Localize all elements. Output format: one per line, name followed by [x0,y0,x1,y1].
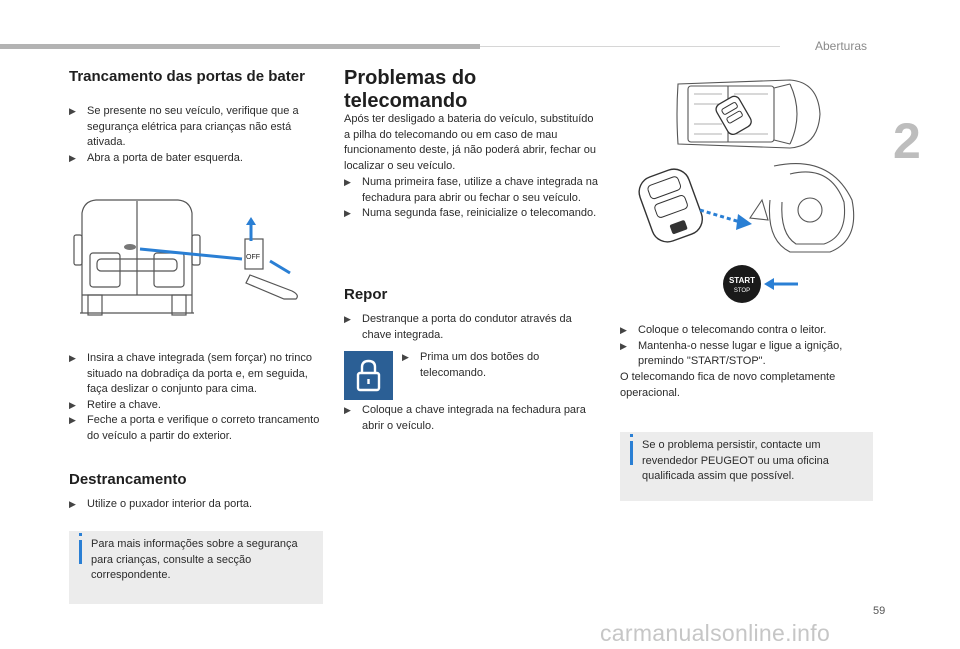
bullet-arrow-icon: ▶ [620,340,627,351]
bullet-arrow-icon: ▶ [69,106,76,116]
start-label: START [729,276,755,285]
bullet-arrow-icon: ▶ [344,177,351,187]
bullet-list-reset-2: ▶ Prima um dos botões do telecomando. [402,350,600,381]
list-item: ▶ Mantenha-o nesse lugar e ligue a igniçã… [620,339,875,370]
bullet-arrow-icon: ▶ [344,314,351,324]
list-item: ▶ Insira a chave integrada (sem forçar) n… [69,351,324,398]
van-rear-door-illustration: OFF [73,199,298,316]
list-item: ▶ Destranque a porta do condutor através … [344,312,602,343]
list-item-text: Utilize o puxador interior da porta. [87,498,253,510]
key-reader-steering-wheel-illustration [638,163,855,253]
list-item: ▶ Se presente no seu veículo, verifique q… [69,104,324,151]
list-item: ▶ Numa primeira fase, utilize a chave int… [344,175,602,206]
lock-icon [356,359,381,392]
start-stop-button-illustration: START STOP [723,265,798,303]
info-box-child-safety: Para mais informações sobre a segurança … [69,531,323,604]
section-title-remote: Problemas do telecomando [344,67,477,112]
info-text: Se o problema persistir, contacte um rev… [642,439,829,483]
section-title-unlock: Destrancamento [69,471,187,488]
info-icon [630,441,633,465]
list-item: ▶ Prima um dos botões do telecomando. [402,350,600,381]
bullet-arrow-icon: ▶ [69,152,76,163]
bullet-arrow-icon: ▶ [69,415,76,426]
list-item: ▶ Numa segunda fase, reinicialize o telec… [344,206,602,222]
list-item-text: Retire a chave. [87,398,161,411]
stop-label: STOP [734,288,750,294]
bullet-list-b: ▶ Insira a chave integrada (sem forçar) n… [69,351,324,445]
list-item: ▶ Retire a chave. [69,398,324,414]
bullet-arrow-icon: ▶ [69,353,76,363]
info-box-persist: Se o problema persistir, contacte um rev… [620,432,873,501]
watermark-text: carmanualsonline.info [600,620,831,646]
list-item-text: Insira a chave integrada (sem forçar) no… [87,352,312,396]
list-item: ▶ Coloque o telecomando contra o leitor. [620,323,875,339]
intro-paragraph: Após ter desligado a bateria do veículo,… [344,113,596,172]
bullet-list-reset: ▶ Destranque a porta do condutor através … [344,312,602,343]
vehicle-top-view-illustration [676,79,821,149]
bullet-list-start: ▶Coloque o telecomando contra o leitor. … [620,323,875,370]
operational-paragraph: O telecomando fica de novo completamente… [620,371,836,399]
list-item-text: Numa primeira fase, utilize a chave inte… [362,176,599,204]
section-title-child-lock: Trancamento das portas de bater [69,68,305,85]
header-rule [0,44,480,49]
bullet-arrow-icon: ▶ [69,399,76,410]
info-icon-dot [630,434,633,437]
info-icon-dot [79,533,82,536]
list-item-text: Numa segunda fase, reinicialize o teleco… [362,207,597,220]
bullet-list-remote: ▶ Numa primeira fase, utilize a chave int… [344,175,602,222]
section-title-reset: Repor [344,286,388,303]
list-item-text: Mantenha-o nesse lugar e ligue a ignição… [638,339,843,368]
bullet-arrow-icon: ▶ [69,499,76,509]
bullet-list-reset-3: ▶ Coloque a chave integrada na fechadura … [344,403,602,434]
list-item-text: Coloque o telecomando contra o leitor. [638,324,827,336]
bullet-list-a: ▶ Se presente no seu veículo, verifique q… [69,104,324,166]
page-number: 59 [873,605,886,617]
off-label: OFF [246,254,260,261]
info-text: Para mais informações sobre a segurança … [91,538,298,582]
list-item: ▶ Abra a porta de bater esquerda. [69,151,324,167]
list-item-text: Se presente no seu veículo, verifique qu… [87,105,299,149]
section-label: Aberturas [815,39,868,53]
list-item-text: Destranque a porta do condutor através d… [362,313,572,341]
info-icon [79,540,82,564]
list-item-text: Abra a porta de bater esquerda. [87,151,243,164]
bullet-arrow-icon: ▶ [344,208,351,219]
lock-icon-box [344,351,393,400]
bullet-arrow-icon: ▶ [344,405,351,415]
bullet-list-c: ▶ Utilize o puxador interior da porta. [69,497,324,513]
list-item: ▶ Utilize o puxador interior da porta. [69,497,324,513]
header-rule-thin [480,46,780,47]
bullet-arrow-icon: ▶ [402,352,409,362]
chapter-number: 2 [893,113,921,169]
list-item: ▶ Feche a porta e verifique o correto tra… [69,413,324,444]
list-item-text: Prima um dos botões do telecomando. [420,351,540,379]
bullet-arrow-icon: ▶ [620,325,627,335]
list-item: ▶ Coloque a chave integrada na fechadura … [344,403,602,434]
list-item-text: Coloque a chave integrada na fechadura p… [362,404,586,432]
list-item-text: Feche a porta e verifique o correto tran… [87,414,320,442]
